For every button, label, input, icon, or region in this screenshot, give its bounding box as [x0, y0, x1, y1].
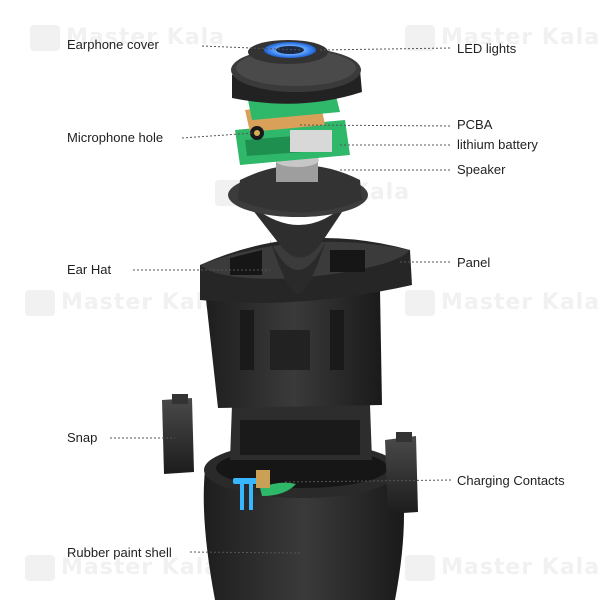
label-lithium-battery: lithium battery [457, 137, 538, 152]
label-panel: Panel [457, 255, 491, 270]
watermark: Master Kala [30, 25, 225, 51]
label-charging-contacts: Charging Contacts [457, 473, 565, 488]
label-snap: Snap [67, 430, 98, 445]
snap-right [385, 432, 418, 514]
label-pcba: PCBA [457, 117, 493, 132]
label-rubber-paint-shell: Rubber paint shell [67, 545, 172, 560]
earphone-cover [231, 40, 362, 104]
label-speaker: Speaker [457, 162, 506, 177]
watermark: Master Kala [405, 555, 600, 581]
charging-contacts [233, 470, 296, 510]
watermark-logo-icon [405, 25, 435, 51]
label-earphone-cover: Earphone cover [67, 37, 159, 52]
watermark: Master Kala [405, 290, 600, 316]
watermark: Master Kala [405, 25, 600, 51]
watermark-logo-icon [405, 290, 435, 316]
watermark-logo-icon [25, 290, 55, 316]
label-led-lights: LED lights [457, 41, 517, 56]
watermark-logo-icon [25, 555, 55, 581]
watermark: Master Kala [25, 555, 220, 581]
watermark-logo-icon [405, 555, 435, 581]
inner-frame [230, 405, 372, 460]
snap [162, 394, 194, 474]
main-body [205, 290, 382, 408]
leader-lines [110, 45, 453, 554]
watermark: Master Kala [25, 290, 220, 316]
rubber-paint-shell [203, 442, 404, 600]
watermark-logo-icon [30, 25, 60, 51]
label-microphone-hole: Microphone hole [67, 130, 164, 145]
label-ear-hat: Ear Hat [67, 262, 112, 277]
